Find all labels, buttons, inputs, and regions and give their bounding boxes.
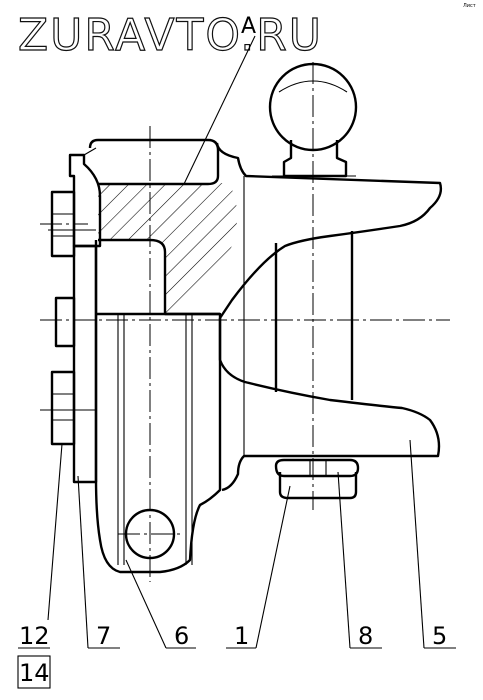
yoke-outline (215, 142, 443, 319)
section-label: A (241, 14, 256, 39)
callout-6: 6 (174, 622, 189, 650)
watermark: ZURAVTO.RU (18, 10, 323, 61)
box-14 (17, 655, 51, 689)
section-leader (183, 35, 256, 185)
pin-end-outline (278, 472, 358, 500)
cross-body-outline (94, 238, 222, 574)
callout-12: 12 (19, 622, 50, 650)
leader-8 (337, 471, 351, 649)
yoke-part-5 (98, 142, 443, 492)
leader-7 (77, 475, 89, 649)
leader-5 (409, 439, 425, 649)
callout-14: 14 (19, 659, 50, 687)
bolt-lower (48, 370, 96, 446)
plate-body (72, 244, 98, 484)
retaining-ring-part-8 (274, 458, 360, 478)
callout-1: 1 (234, 622, 249, 650)
leader-1 (255, 485, 291, 649)
corner-mark: Лист (463, 3, 476, 9)
bolt-middle (54, 296, 76, 348)
callout-7: 7 (96, 622, 111, 650)
leader-12 (47, 443, 63, 621)
cross-top-cap (88, 138, 220, 186)
callout-5: 5 (432, 622, 447, 650)
bolt-middle-head (54, 296, 76, 348)
bolt-lower-head (50, 370, 76, 446)
callout-leaders (17, 439, 456, 689)
pin-end-part-1 (274, 458, 360, 500)
plate-flange-inner (83, 147, 97, 156)
yoke-lower-outline (218, 318, 441, 492)
callout-8: 8 (358, 622, 373, 650)
yoke-section-hatch (98, 183, 237, 314)
leader-6 (125, 559, 167, 649)
